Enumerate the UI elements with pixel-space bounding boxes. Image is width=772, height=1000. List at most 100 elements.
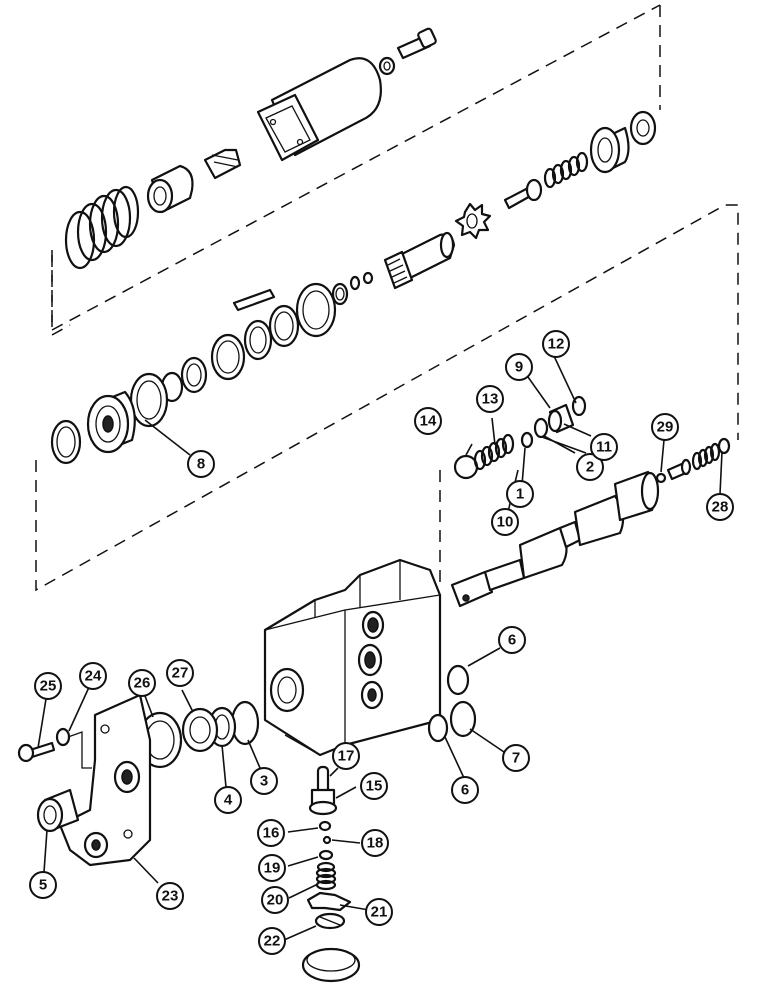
pin-upper bbox=[503, 178, 543, 210]
spring-28 bbox=[691, 442, 721, 471]
svg-text:6: 6 bbox=[461, 782, 469, 799]
plug-22 bbox=[301, 947, 361, 983]
svg-text:25: 25 bbox=[40, 678, 57, 695]
o-ring-3 bbox=[230, 700, 260, 746]
svg-text:20: 20 bbox=[267, 892, 284, 909]
callout-15: 15 bbox=[360, 772, 388, 800]
svg-text:6: 6 bbox=[508, 632, 516, 649]
ball-18 bbox=[322, 835, 332, 845]
svg-text:12: 12 bbox=[548, 336, 565, 353]
callout-3: 3 bbox=[250, 767, 278, 795]
callout-11: 11 bbox=[590, 433, 618, 461]
svg-text:15: 15 bbox=[366, 778, 383, 795]
callout-1: 1 bbox=[506, 480, 534, 508]
svg-text:14: 14 bbox=[420, 413, 437, 430]
svg-text:21: 21 bbox=[371, 904, 388, 921]
washer-10 bbox=[520, 431, 534, 449]
svg-text:17: 17 bbox=[338, 748, 355, 765]
spring-20 bbox=[315, 861, 337, 891]
o-ring-2 bbox=[533, 417, 549, 439]
bushing-5 bbox=[36, 788, 80, 833]
wiper-seal bbox=[50, 419, 82, 465]
svg-text:10: 10 bbox=[497, 514, 514, 531]
spacer-8 bbox=[129, 372, 169, 428]
star-plate-21 bbox=[306, 891, 352, 912]
end-cap-bushing bbox=[589, 126, 630, 174]
callout-24: 24 bbox=[79, 662, 107, 690]
spacer-27 bbox=[181, 707, 219, 753]
control-spool bbox=[450, 470, 660, 608]
svg-text:19: 19 bbox=[264, 860, 281, 877]
seal-ring-a bbox=[331, 282, 349, 306]
o-ring-7 bbox=[449, 700, 477, 738]
callout-7: 7 bbox=[502, 744, 530, 772]
callout-6b: 6 bbox=[451, 776, 479, 804]
ball-small bbox=[362, 271, 374, 285]
svg-text:5: 5 bbox=[39, 877, 47, 894]
cap-screw-upper bbox=[396, 27, 437, 60]
upper-assembly-dashed-outline bbox=[51, 4, 661, 332]
lock-washer-24 bbox=[55, 727, 71, 747]
end-washer bbox=[629, 110, 657, 146]
mounting-bracket-23 bbox=[58, 693, 152, 867]
callout-2: 2 bbox=[576, 453, 604, 481]
callout-18: 18 bbox=[361, 829, 389, 857]
callout-4: 4 bbox=[214, 786, 242, 814]
callout-17: 17 bbox=[332, 742, 360, 770]
svg-text:27: 27 bbox=[172, 665, 189, 682]
sleeve-9 bbox=[547, 403, 575, 434]
svg-text:28: 28 bbox=[712, 499, 729, 516]
svg-text:26: 26 bbox=[134, 675, 151, 692]
o-ring-6-lower bbox=[427, 713, 449, 743]
callout-9: 9 bbox=[505, 353, 533, 381]
svg-text:24: 24 bbox=[85, 668, 102, 685]
ball-29 bbox=[655, 472, 667, 484]
coil-spring-small-upper bbox=[543, 151, 589, 189]
svg-text:23: 23 bbox=[162, 888, 179, 905]
callout-20: 20 bbox=[261, 886, 289, 914]
seal-ring-large-4 bbox=[210, 333, 246, 381]
seal-ring-large-5 bbox=[180, 356, 208, 394]
svg-text:18: 18 bbox=[367, 835, 384, 852]
o-ring-6-upper bbox=[446, 664, 470, 696]
washer-16 bbox=[318, 820, 332, 832]
o-ring-small bbox=[349, 275, 361, 291]
callout-19: 19 bbox=[258, 854, 286, 882]
key bbox=[232, 288, 276, 312]
bracket-leader bbox=[67, 731, 92, 769]
washer-upper bbox=[378, 56, 396, 76]
callout-21: 21 bbox=[365, 898, 393, 926]
upper-assembly-dashed-left bbox=[51, 255, 71, 337]
callout-26: 26 bbox=[128, 669, 156, 697]
svg-text:13: 13 bbox=[482, 391, 499, 408]
svg-text:3: 3 bbox=[260, 773, 268, 790]
callout-25: 25 bbox=[34, 672, 62, 700]
svg-text:22: 22 bbox=[264, 933, 281, 950]
detent-plunger bbox=[203, 148, 242, 180]
washer-28 bbox=[717, 437, 731, 455]
spring-seat bbox=[146, 164, 194, 214]
threaded-stem bbox=[383, 231, 456, 290]
star-lock-washer bbox=[454, 202, 492, 240]
callout-12: 12 bbox=[542, 330, 570, 358]
callout-22: 22 bbox=[258, 927, 286, 955]
cap-22 bbox=[314, 912, 346, 930]
callout-29: 29 bbox=[651, 413, 679, 441]
ball-14 bbox=[453, 454, 479, 480]
coil-spring-large bbox=[64, 185, 140, 270]
callout-10: 10 bbox=[491, 508, 519, 536]
svg-text:11: 11 bbox=[596, 439, 612, 456]
callout-28: 28 bbox=[706, 493, 734, 521]
svg-text:9: 9 bbox=[515, 359, 523, 376]
piston bbox=[86, 390, 136, 454]
svg-text:4: 4 bbox=[224, 792, 233, 809]
svg-text:8: 8 bbox=[197, 456, 205, 473]
svg-text:2: 2 bbox=[586, 459, 594, 476]
callout-8: 8 bbox=[187, 450, 215, 478]
spring-13 bbox=[473, 433, 515, 471]
seal-ring-large-3 bbox=[243, 319, 273, 361]
svg-text:1: 1 bbox=[516, 486, 524, 503]
washer-19 bbox=[318, 849, 334, 861]
svg-text:16: 16 bbox=[263, 825, 280, 842]
